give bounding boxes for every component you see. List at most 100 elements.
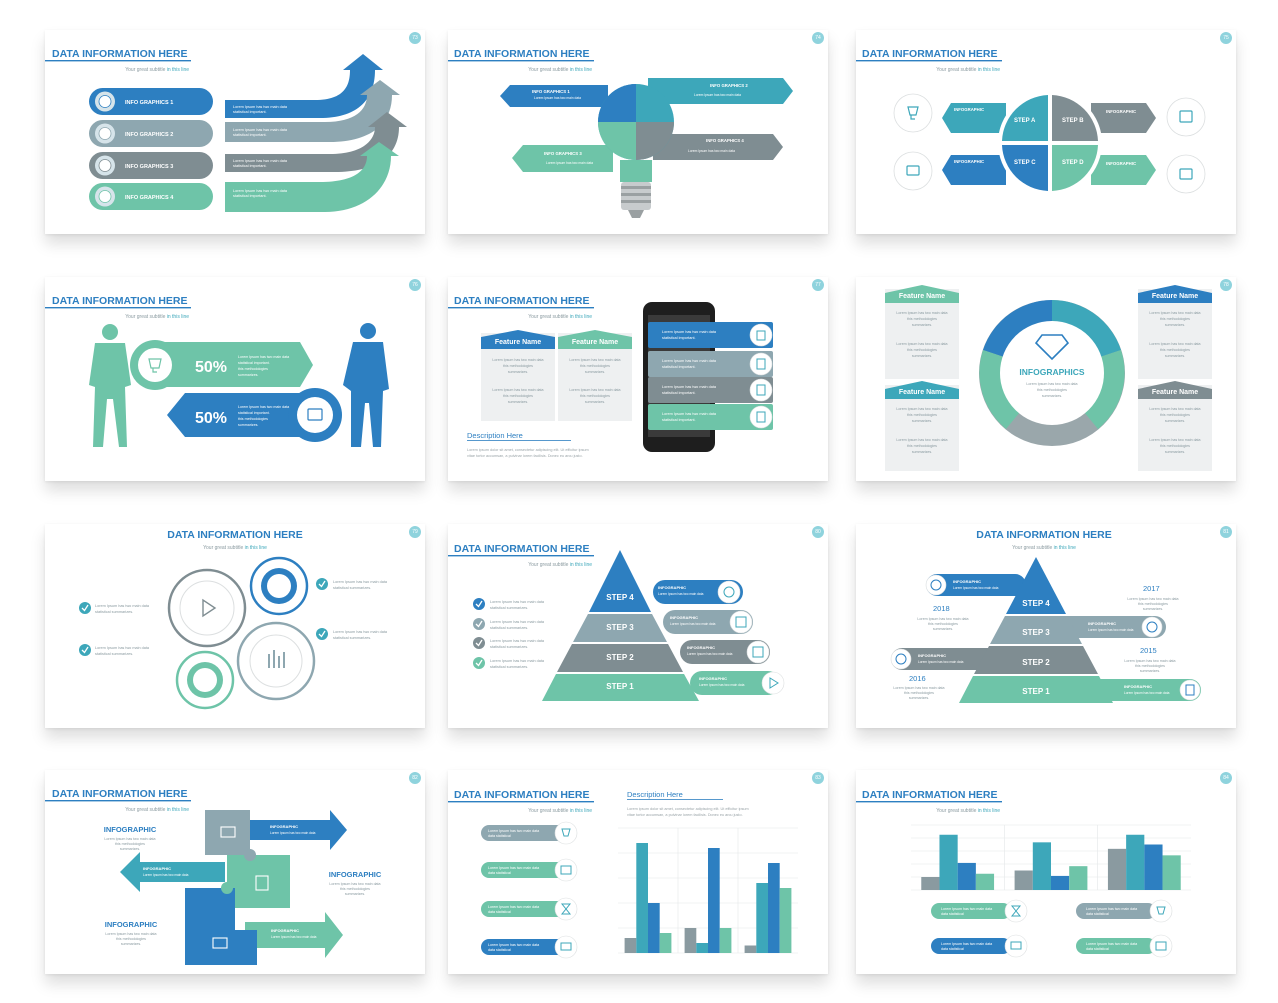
slide-79[interactable]: 79 DATA INFORMATION HERE Your great subt…: [45, 524, 425, 728]
bar: [719, 928, 732, 953]
svg-text:Your great subtitle in this li: Your great subtitle in this line: [528, 67, 592, 73]
svg-text:STEP C: STEP C: [1014, 160, 1036, 166]
svg-text:STEP 4: STEP 4: [1022, 599, 1050, 608]
svg-text:Lorem Ipsum has two main data: Lorem Ipsum has two main data: [896, 438, 947, 442]
slide-82[interactable]: 82 DATA INFORMATION HERE Your great subt…: [45, 770, 425, 974]
svg-text:data statistical: data statistical: [941, 947, 964, 951]
bar: [756, 883, 768, 953]
svg-text:this methodologies: this methodologies: [116, 937, 146, 941]
svg-text:Lorem Ipsum has two main data: Lorem Ipsum has two main data: [699, 683, 745, 687]
svg-text:Feature Name: Feature Name: [495, 339, 541, 346]
slide-78[interactable]: 78 Feature Name Feature Name Feature Nam…: [856, 277, 1236, 481]
svg-text:statistical important.: statistical important.: [662, 418, 696, 422]
bar: [1051, 875, 1070, 890]
svg-text:Your great subtitle in this li: Your great subtitle in this line: [528, 562, 592, 568]
svg-text:Description Here: Description Here: [627, 790, 683, 799]
svg-text:Lorem Ipsum has two main data: Lorem Ipsum has two main data: [488, 866, 539, 870]
svg-text:Lorem Ipsum has two main data: Lorem Ipsum has two main data: [233, 159, 288, 163]
svg-text:Lorem Ipsum has two main data: Lorem Ipsum has two main data: [941, 942, 992, 946]
svg-text:statistical important.: statistical important.: [233, 110, 267, 114]
svg-text:INFOGRAPHIC: INFOGRAPHIC: [271, 928, 299, 933]
svg-text:DATA INFORMATION HERE: DATA INFORMATION HERE: [454, 543, 590, 555]
svg-text:Lorem Ipsum has two main data: Lorem Ipsum has two main data: [490, 659, 545, 663]
slide-73[interactable]: 73 DATA INFORMATION HERE Your great subt…: [45, 30, 425, 234]
svg-text:INFOGRAPHIC: INFOGRAPHIC: [918, 653, 946, 658]
svg-text:STEP 3: STEP 3: [606, 623, 634, 632]
svg-text:summarizes.: summarizes.: [912, 450, 932, 454]
svg-text:2017: 2017: [1143, 584, 1160, 593]
svg-text:INFO GRAPHICS 4: INFO GRAPHICS 4: [125, 195, 174, 201]
bar: [1032, 842, 1051, 890]
bar: [648, 903, 660, 953]
svg-text:data statistical: data statistical: [941, 912, 964, 916]
svg-text:data statistical: data statistical: [488, 871, 511, 875]
svg-text:statistical summarizes.: statistical summarizes.: [95, 652, 133, 656]
svg-text:this methodologies: this methodologies: [503, 364, 533, 368]
svg-text:INFOGRAPHIC: INFOGRAPHIC: [1106, 161, 1136, 166]
bar: [696, 943, 708, 953]
bar: [1144, 844, 1163, 890]
svg-text:Lorem Ipsum has two main data: Lorem Ipsum has two main data: [95, 646, 150, 650]
svg-text:this methodologies: this methodologies: [907, 348, 937, 352]
slide-number: 84: [1220, 772, 1232, 784]
svg-text:INFOGRAPHIC: INFOGRAPHIC: [670, 615, 698, 620]
svg-text:Lorem Ipsum has two main data: Lorem Ipsum has two main data: [1124, 659, 1175, 663]
svg-text:data statistical: data statistical: [1086, 947, 1109, 951]
svg-text:INFO GRAPHICS 4: INFO GRAPHICS 4: [706, 138, 744, 143]
svg-text:Your great subtitle in this li: Your great subtitle in this line: [528, 314, 592, 320]
slide-77[interactable]: 77 DATA INFORMATION HERE Your great subt…: [448, 277, 828, 481]
svg-text:Lorem Ipsum has two main data: Lorem Ipsum has two main data: [1086, 907, 1137, 911]
svg-text:DATA INFORMATION HERE: DATA INFORMATION HERE: [454, 48, 590, 60]
slide-number: 81: [1220, 526, 1232, 538]
svg-text:Lorem Ipsum has two main data: Lorem Ipsum has two main data: [670, 622, 716, 626]
svg-text:DATA INFORMATION HERE: DATA INFORMATION HERE: [862, 789, 998, 801]
svg-text:INFOGRAPHIC: INFOGRAPHIC: [699, 676, 727, 681]
svg-text:summarizes.: summarizes.: [345, 892, 365, 896]
svg-text:INFO GRAPHICS 2: INFO GRAPHICS 2: [710, 83, 748, 88]
svg-text:INFO GRAPHICS 3: INFO GRAPHICS 3: [544, 151, 582, 156]
svg-text:Lorem Ipsum has two main data: Lorem Ipsum has two main data: [1124, 691, 1170, 695]
svg-text:this methodologies: this methodologies: [1160, 317, 1190, 321]
svg-text:Lorem Ipsum has two main data: Lorem Ipsum has two main data: [941, 907, 992, 911]
slide-number: 76: [409, 279, 421, 291]
slide-title: DATA INFORMATION HERE: [52, 48, 188, 60]
svg-text:Your great subtitle in this li: Your great subtitle in this line: [936, 808, 1000, 814]
svg-text:Lorem Ipsum has two main data: Lorem Ipsum has two main data: [1088, 628, 1134, 632]
slide-84[interactable]: 84 DATA INFORMATION HERE Your great subt…: [856, 770, 1236, 974]
slide-number: 73: [409, 32, 421, 44]
bar: [921, 877, 940, 890]
slide-74[interactable]: 74 DATA INFORMATION HERE Your great subt…: [448, 30, 828, 234]
svg-text:Lorem Ipsum has two main data: Lorem Ipsum has two main data: [490, 620, 545, 624]
slide-80[interactable]: 80 DATA INFORMATION HERE Your great subt…: [448, 524, 828, 728]
svg-text:INFOGRAPHIC: INFOGRAPHIC: [143, 866, 171, 871]
svg-text:data statistical: data statistical: [488, 948, 511, 952]
slide-76[interactable]: 76 DATA INFORMATION HERE Your great subt…: [45, 277, 425, 481]
svg-text:summarizes.: summarizes.: [912, 323, 932, 327]
svg-text:Lorem Ipsum has two main data: Lorem Ipsum has two main data: [658, 592, 704, 596]
slide-75[interactable]: 75 DATA INFORMATION HERE Your great subt…: [856, 30, 1236, 234]
svg-text:STEP 1: STEP 1: [606, 682, 634, 691]
svg-text:Your great subtitle in this li: Your great subtitle in this line: [125, 67, 189, 73]
svg-text:Lorem Ipsum has two main data: Lorem Ipsum has two main data: [688, 149, 735, 153]
slide-81[interactable]: 81 DATA INFORMATION HERE Your great subt…: [856, 524, 1236, 728]
svg-text:Lorem Ipsum has two main data: Lorem Ipsum has two main data: [1149, 342, 1200, 346]
svg-text:Lorem Ipsum has two main data: Lorem Ipsum has two main data: [662, 412, 717, 416]
svg-text:summarizes.: summarizes.: [1165, 419, 1185, 423]
svg-text:this methodologies: this methodologies: [580, 394, 610, 398]
slide-number: 78: [1220, 279, 1232, 291]
slide-number: 82: [409, 772, 421, 784]
svg-text:DATA INFORMATION HERE: DATA INFORMATION HERE: [52, 295, 188, 307]
svg-text:summarizes.: summarizes.: [1140, 669, 1160, 673]
svg-text:Lorem Ipsum has two main data: Lorem Ipsum has two main data: [662, 385, 717, 389]
svg-text:summarizes.: summarizes.: [508, 370, 528, 374]
svg-text:Lorem Ipsum has two main data: Lorem Ipsum has two main data: [896, 342, 947, 346]
svg-text:summarizes.: summarizes.: [1143, 607, 1163, 611]
svg-text:DATA INFORMATION HERE: DATA INFORMATION HERE: [454, 295, 590, 307]
svg-text:summarizes.: summarizes.: [1165, 354, 1185, 358]
slide-number: 74: [812, 32, 824, 44]
svg-text:STEP 4: STEP 4: [606, 593, 634, 602]
slide-83[interactable]: 83 DATA INFORMATION HERE Your great subt…: [448, 770, 828, 974]
svg-text:Feature Name: Feature Name: [899, 293, 945, 300]
bar: [624, 938, 637, 953]
svg-text:50%: 50%: [195, 410, 227, 427]
